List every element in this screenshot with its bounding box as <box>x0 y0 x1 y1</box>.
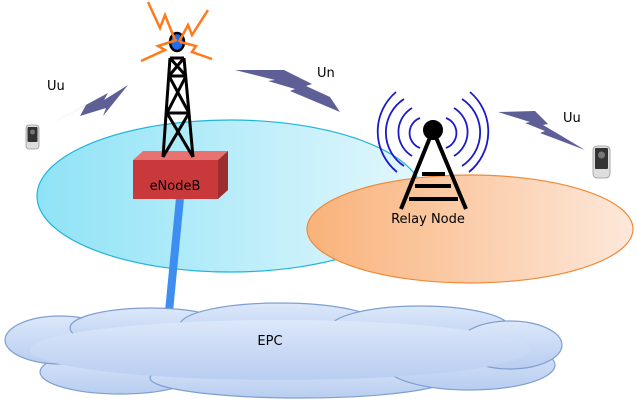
enodeb-label: eNodeB <box>150 179 201 194</box>
uu-left-label: Uu <box>47 79 65 94</box>
enodeb-box <box>133 151 228 199</box>
epc-label: EPC <box>257 334 282 349</box>
uu-right-label: Uu <box>563 111 581 126</box>
ue-phone-right-icon <box>592 145 611 179</box>
relay-node-label: Relay Node <box>391 212 465 227</box>
uu-left-lightning-icon <box>45 85 128 127</box>
relay-waves-icon <box>376 91 490 173</box>
enodeb-signal-sparks-icon <box>140 1 213 63</box>
uu-right-lightning-icon <box>498 111 585 150</box>
backhaul-link <box>164 197 184 323</box>
epc-cloud <box>4 302 563 399</box>
un-lightning-icon <box>235 70 340 112</box>
relay-tower-icon <box>399 120 468 210</box>
un-label: Un <box>317 66 335 81</box>
relay-coverage-area <box>306 174 634 284</box>
ue-phone-left-icon <box>25 124 40 150</box>
